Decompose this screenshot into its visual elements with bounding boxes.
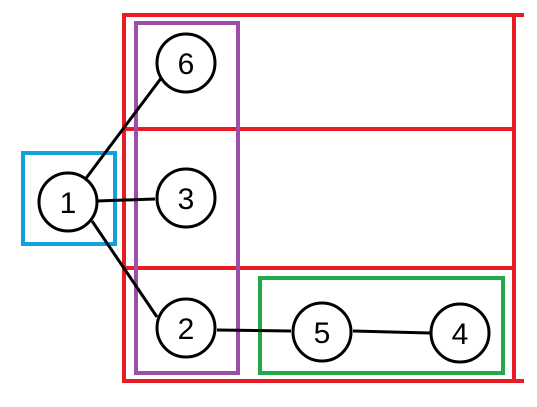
node-6: 6	[155, 32, 217, 94]
node-5-label: 5	[314, 317, 331, 350]
node-3-circle	[155, 167, 217, 229]
node-6-circle	[155, 32, 217, 94]
node-2-label: 2	[178, 313, 195, 346]
node-5: 5	[291, 301, 353, 363]
edge-2-5	[216, 328, 292, 333]
node-1-label: 1	[60, 187, 77, 220]
edge-1-2	[90, 220, 159, 318]
edge-1-3	[96, 197, 156, 203]
subtree-box	[258, 276, 505, 375]
node-4-circle	[429, 302, 491, 364]
node-3-label: 3	[178, 183, 195, 216]
node-6-label: 6	[178, 48, 195, 81]
root-box	[21, 151, 117, 246]
row-box-2	[122, 266, 516, 383]
node-3: 3	[155, 167, 217, 229]
red-row-boxes	[122, 13, 524, 383]
node-1-circle	[37, 171, 99, 233]
node-2-circle	[155, 297, 217, 359]
node-1: 1	[37, 171, 99, 233]
level-one-box	[134, 21, 240, 375]
node-4-label: 4	[452, 318, 469, 351]
node-2: 2	[155, 297, 217, 359]
edge-5-4	[352, 329, 431, 335]
edges	[82, 76, 431, 335]
node-5-circle	[291, 301, 353, 363]
node-4: 4	[429, 302, 491, 364]
edge-1-6	[82, 76, 164, 182]
